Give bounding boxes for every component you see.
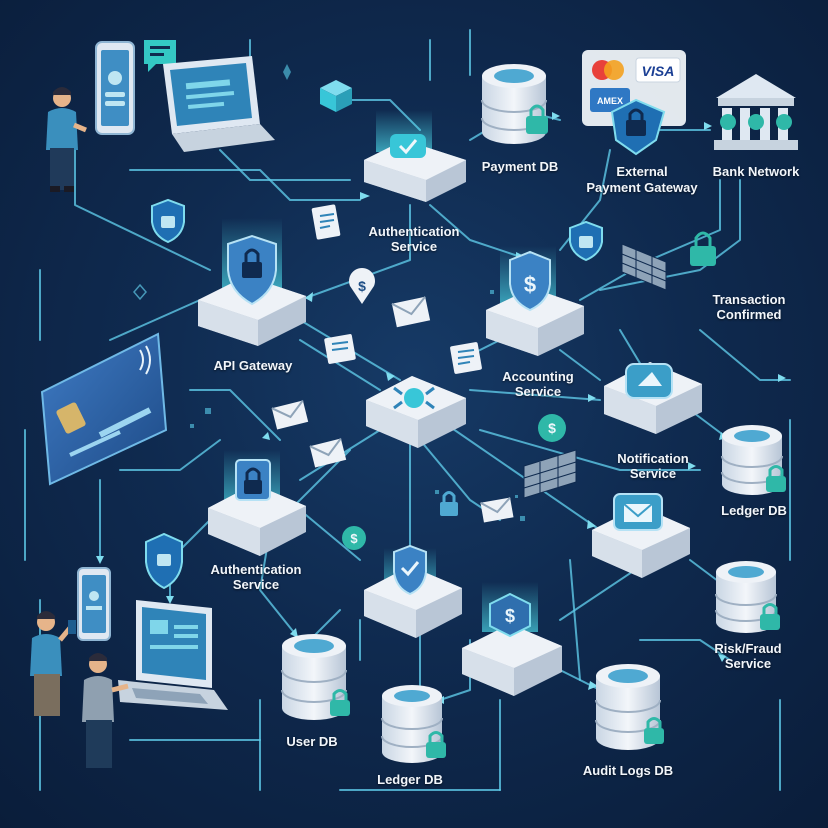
envelope-icon: [271, 399, 309, 430]
dollar-coin-icon: $: [342, 526, 366, 550]
card-brands-panel: VISA AMEX: [582, 50, 686, 126]
lock-shield-icon: [151, 198, 185, 244]
svg-text:$: $: [358, 278, 366, 294]
dollar-coin-icon: $: [538, 414, 566, 442]
lock-icon: [690, 231, 716, 266]
bank-network-label: Bank Network: [712, 164, 800, 179]
external-payment-gateway-label-line1: External: [616, 164, 668, 179]
document-icon: [450, 342, 482, 374]
envelope-icon: [391, 296, 431, 328]
authentication-service-top-node: [364, 110, 466, 202]
glowing-cube-icon: [320, 80, 352, 112]
svg-text:$: $: [524, 272, 536, 297]
api-gateway-node: [198, 218, 306, 346]
firewall-icon: [523, 449, 577, 499]
lock-shield-icon: [569, 220, 603, 262]
authentication-service-top-label-line1: Authentication: [368, 224, 460, 239]
svg-text:$: $: [505, 606, 515, 626]
ambient-sparkles: [133, 64, 525, 521]
audit-logs-db-label: Audit Logs DB: [582, 763, 674, 778]
mail-service-node: [592, 493, 690, 578]
ledger-db-right-label: Ledger DB: [721, 503, 787, 518]
risk-fraud-service-label-line2: Service: [724, 656, 772, 671]
accounting-service-label-line1: Accounting: [502, 369, 574, 384]
dollar-coin-icon: $: [349, 267, 375, 304]
envelope-icon: [309, 437, 347, 468]
document-icon: [324, 334, 356, 364]
ledger-db-right-cylinder: [721, 425, 786, 495]
transaction-processing-node: $: [462, 582, 562, 696]
ledger-db-bottom-label: Ledger DB: [377, 772, 443, 787]
transaction-confirmed-label-line1: Transaction: [712, 292, 786, 307]
authentication-service-bottom-label-line1: Authentication: [210, 562, 302, 577]
risk-fraud-db-cylinder: [715, 561, 780, 633]
verification-node: [364, 544, 462, 638]
user-with-phone-top: [46, 87, 87, 192]
authentication-service-bottom-label-line2: Service: [232, 577, 280, 592]
bank-building-icon: [714, 74, 798, 150]
firewall-icon: [621, 243, 667, 291]
user-standing-bottom-left: [30, 611, 76, 716]
api-gateway-label: API Gateway: [213, 358, 293, 373]
transaction-confirmed-label-line2: Confirmed: [716, 307, 782, 322]
payment-db-cylinder: [481, 64, 548, 144]
laptop-top: [163, 56, 275, 152]
notification-service-node: [604, 362, 702, 434]
lock-shield-icon: [145, 532, 183, 590]
accounting-service-node: $: [486, 246, 584, 356]
central-router-node: [366, 376, 466, 448]
authentication-service-top-label-line2: Service: [390, 239, 438, 254]
laptop-bottom: [118, 600, 228, 710]
authentication-service-bottom-node: [208, 450, 306, 556]
payment-db-label: Payment DB: [481, 159, 559, 174]
external-gateway-shield: [610, 98, 666, 156]
credit-card: [40, 332, 168, 486]
notification-service-label-line1: Notification: [617, 451, 689, 466]
notification-service-label-line2: Service: [629, 466, 677, 481]
document-icon: [311, 204, 341, 240]
user-db-label: User DB: [286, 734, 338, 749]
phone-device-top: [95, 41, 135, 135]
svg-text:$: $: [350, 531, 358, 546]
visa-logo: VISA: [642, 63, 675, 79]
envelope-icon: [480, 496, 514, 523]
phone-device-bottom: [77, 567, 111, 641]
amex-logo: AMEX: [597, 96, 623, 106]
lock-icon: [440, 491, 458, 516]
risk-fraud-service-label-line1: Risk/Fraud: [714, 641, 782, 656]
accounting-service-label-line2: Service: [514, 384, 562, 399]
svg-text:$: $: [548, 420, 556, 436]
external-payment-gateway-label-line2: Payment Gateway: [586, 180, 698, 195]
user-at-laptop-bottom: [82, 653, 129, 768]
user-db-cylinder: [281, 634, 350, 720]
ledger-db-bottom-cylinder: [381, 685, 446, 763]
audit-logs-db-cylinder: [595, 664, 664, 750]
